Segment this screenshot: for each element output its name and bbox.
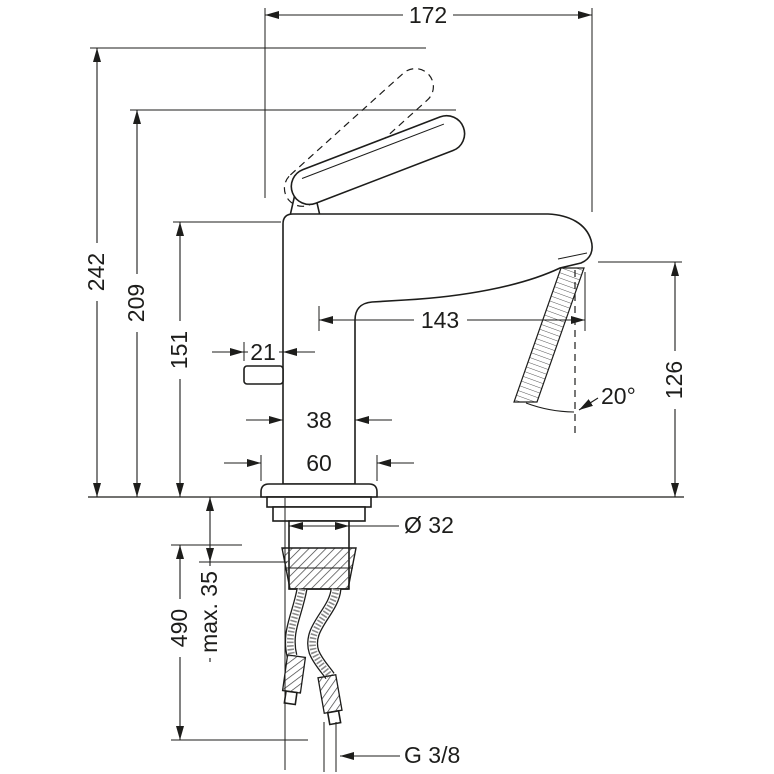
dim-g38-connection: G 3/8 [340, 742, 460, 768]
dim-126-label: 126 [661, 361, 687, 399]
dim-38-body-depth: 38 [246, 407, 392, 433]
handle-raised-outline [283, 68, 434, 207]
water-stream-group [513, 267, 599, 438]
dim-143-spout-reach: 143 [318, 272, 586, 333]
dim-g38-label: G 3/8 [404, 742, 460, 768]
dim-490-label: 490 [166, 609, 192, 647]
washer [272, 506, 366, 522]
handle-lever [290, 114, 466, 206]
water-stream [513, 267, 585, 403]
dim-172-label: 172 [409, 2, 447, 28]
dim-21-label-bg [248, 341, 279, 364]
supply-hoses [281, 587, 343, 772]
dim-20deg-angle-label: 20° [601, 383, 636, 409]
angle-arc [525, 402, 575, 413]
dim-20deg-label: 20° [601, 383, 636, 409]
dim-60-label-bg [297, 452, 341, 475]
below-deck-assembly [266, 496, 372, 772]
dim-38-label-bg [297, 409, 341, 432]
dim-21-side-tab: 21 [212, 339, 315, 365]
dim-242-label-bg [85, 243, 109, 301]
dim-172-extension-lines [264, 8, 593, 212]
dim-209-handle-height: 209 [123, 109, 456, 497]
dim-max35-label-bg [198, 566, 222, 658]
dim-38-label: 38 [306, 407, 332, 433]
dim-126-outlet-height: 126 [598, 261, 687, 497]
hose-left-braid [286, 588, 306, 657]
dim-21-label: 21 [250, 339, 276, 365]
base-gasket [266, 496, 372, 508]
hose-right-connector [317, 673, 343, 726]
dim-490-label-bg [168, 599, 192, 657]
dim-max35-label: max. 35 [196, 571, 222, 653]
dim-diameter-32: Ø 32 [289, 512, 454, 538]
dim-151-spout-height: 151 [166, 221, 281, 497]
dim-490-hose-length: 490 [166, 544, 308, 741]
dim-60-label: 60 [306, 450, 332, 476]
dim-209-label-bg [125, 274, 149, 332]
angle-leader-arrow [578, 397, 599, 411]
dim-126-label-bg [663, 351, 687, 409]
dim-143-label-bg [414, 308, 467, 332]
hose-left-connector [281, 654, 307, 706]
dim-172-label-bg [403, 3, 453, 27]
dim-143-label: 143 [421, 307, 459, 333]
dim-max35-deck-thickness: max. 35 [196, 497, 287, 662]
dim-60-base-depth: 60 [224, 450, 414, 481]
dim-172-top-width: 172 [264, 2, 593, 212]
supply-pipe [323, 722, 337, 772]
dim-242-total-height: 242 [83, 47, 426, 497]
handle-raised-dashed [283, 68, 434, 207]
faucet-outline [243, 68, 593, 498]
hose-right-braid [309, 588, 340, 678]
dim-209-label: 209 [123, 284, 149, 322]
handle-seam-line [301, 123, 445, 179]
dim-o32-label: Ø 32 [404, 512, 454, 538]
base-plate [260, 483, 378, 498]
dim-151-label-bg [168, 321, 192, 379]
dim-242-label: 242 [83, 253, 109, 291]
handle-lever-outline [290, 114, 466, 206]
faucet-body-spout [282, 213, 593, 485]
side-tab [243, 365, 284, 385]
aerator-line [557, 252, 588, 260]
dim-151-label: 151 [166, 331, 192, 369]
